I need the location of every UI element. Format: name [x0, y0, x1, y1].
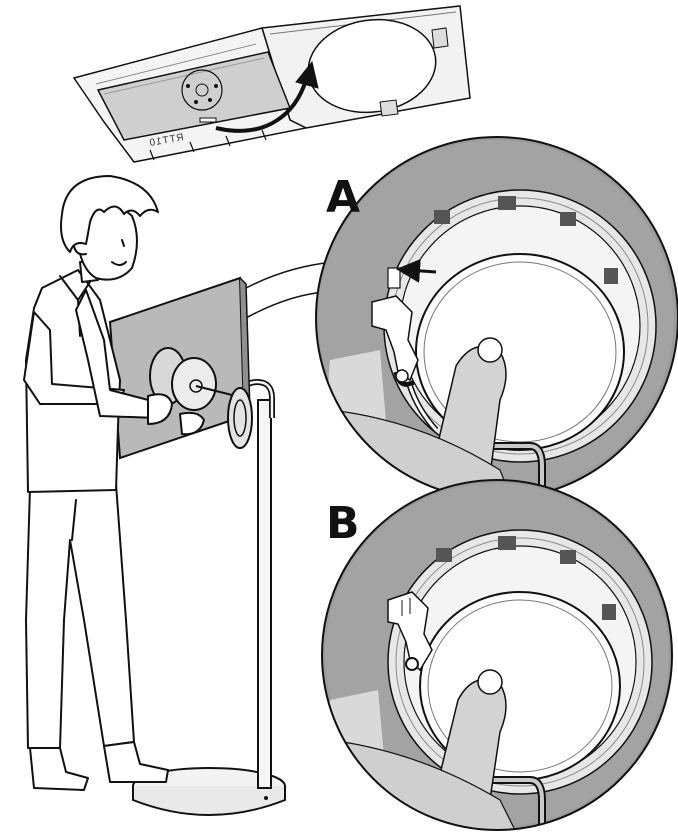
stand: [132, 378, 286, 816]
zoom-detail-b: [321, 479, 673, 831]
zoom-detail-a: [315, 136, 678, 500]
person: [23, 175, 205, 791]
arrow-left-icon: [396, 258, 437, 283]
packaging-tray: RTT10: [72, 5, 471, 163]
curved-arrow-icon: [215, 79, 308, 133]
callout-label-a: A: [326, 172, 360, 223]
callout-label-b: B: [326, 498, 360, 549]
